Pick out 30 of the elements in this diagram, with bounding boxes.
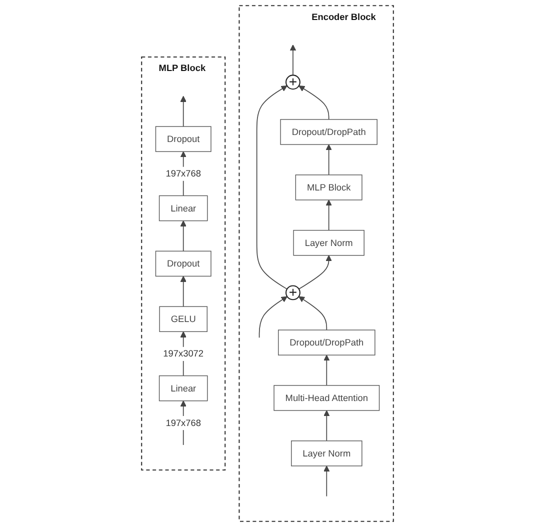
node-box: Dropout/DropPath [280, 119, 378, 145]
node-box: Linear [158, 195, 208, 222]
node-box: Multi-Head Attention [274, 385, 380, 411]
arrow [326, 200, 332, 231]
edge-label: 197x768 [166, 168, 201, 179]
arrow [298, 296, 328, 330]
arrow [324, 410, 330, 442]
node-box: Linear [158, 375, 208, 402]
node-box: MLP Block [295, 174, 362, 200]
node-box: Layer Norm [291, 440, 362, 466]
arrow [324, 466, 330, 497]
node-box: Dropout [155, 250, 212, 277]
arrow [324, 354, 330, 386]
node-box: GELU [159, 306, 208, 332]
arrow [326, 144, 332, 176]
node-box: Dropout [155, 126, 212, 152]
edge-label: 197x768 [166, 417, 201, 428]
arrow [298, 86, 330, 120]
arrow [180, 276, 186, 307]
arrow [298, 255, 332, 290]
arrow [180, 96, 186, 127]
node-box: Layer Norm [293, 230, 364, 256]
arrow [290, 44, 296, 76]
node-circle: + [285, 285, 300, 300]
arrow [180, 220, 186, 252]
edge-label: 197x3072 [163, 348, 204, 359]
node-box: Dropout/DropPath [278, 330, 376, 356]
arrow [256, 86, 288, 290]
node-circle: + [285, 74, 300, 90]
arrow [258, 296, 288, 338]
